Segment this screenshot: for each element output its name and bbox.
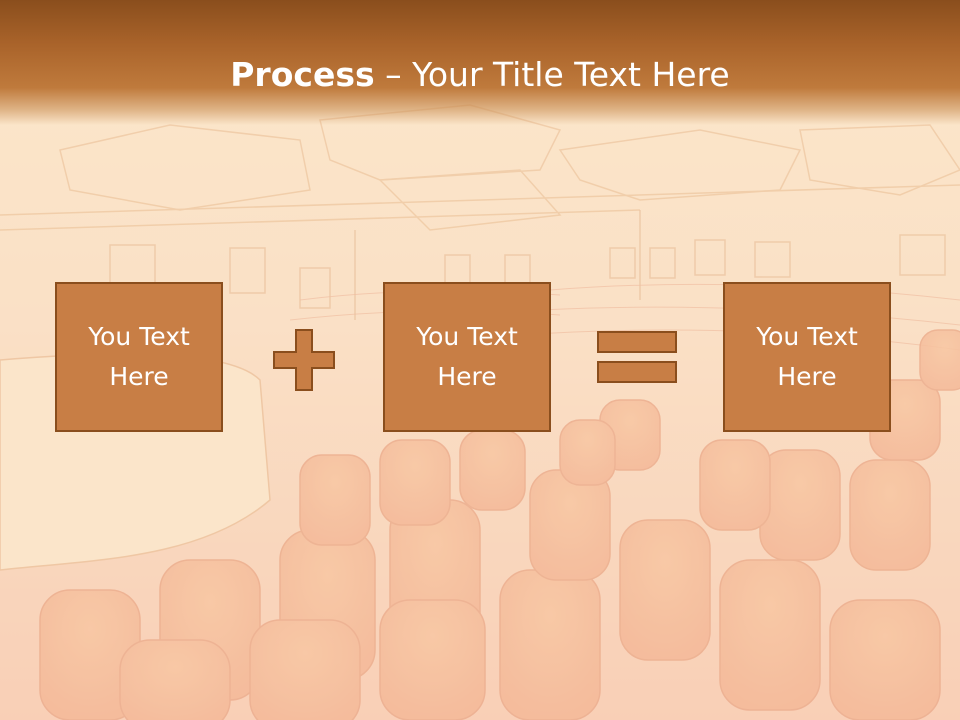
title-bar (0, 0, 960, 125)
process-box-3[interactable]: You Text Here (723, 282, 891, 432)
plus-icon (273, 329, 335, 391)
process-box-3-text: You Text Here (756, 322, 858, 391)
process-box-1[interactable]: You Text Here (55, 282, 223, 432)
slide-title: Process – Your Title Text Here (0, 52, 960, 98)
process-box-1-text: You Text Here (88, 322, 190, 391)
title-rest: – Your Title Text Here (374, 55, 730, 94)
equals-icon (597, 331, 677, 383)
process-box-2-text: You Text Here (416, 322, 518, 391)
process-box-2[interactable]: You Text Here (383, 282, 551, 432)
title-bold: Process (230, 55, 375, 94)
